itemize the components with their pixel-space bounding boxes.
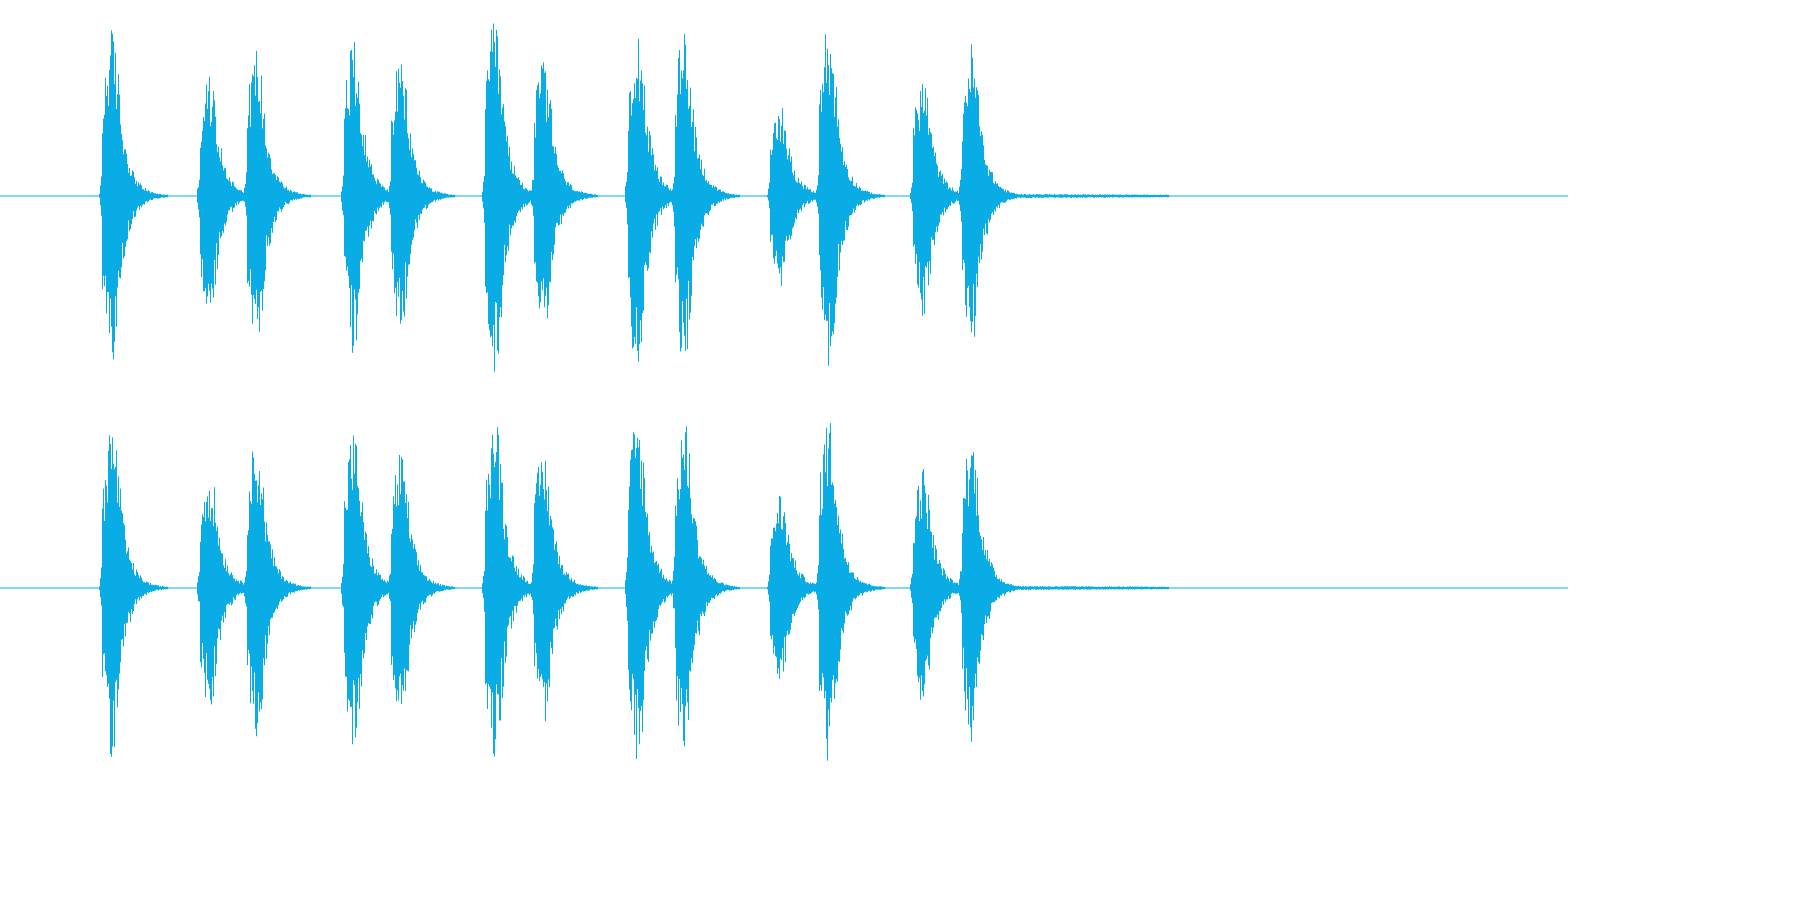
channel-2-waveform <box>0 423 1568 761</box>
stereo-waveform <box>0 23 1568 761</box>
channel-1-waveform <box>0 23 1568 372</box>
channel-1-amplitude-trace <box>99 23 1169 372</box>
waveform-view <box>0 23 1568 761</box>
channel-2-amplitude-trace <box>99 423 1169 761</box>
